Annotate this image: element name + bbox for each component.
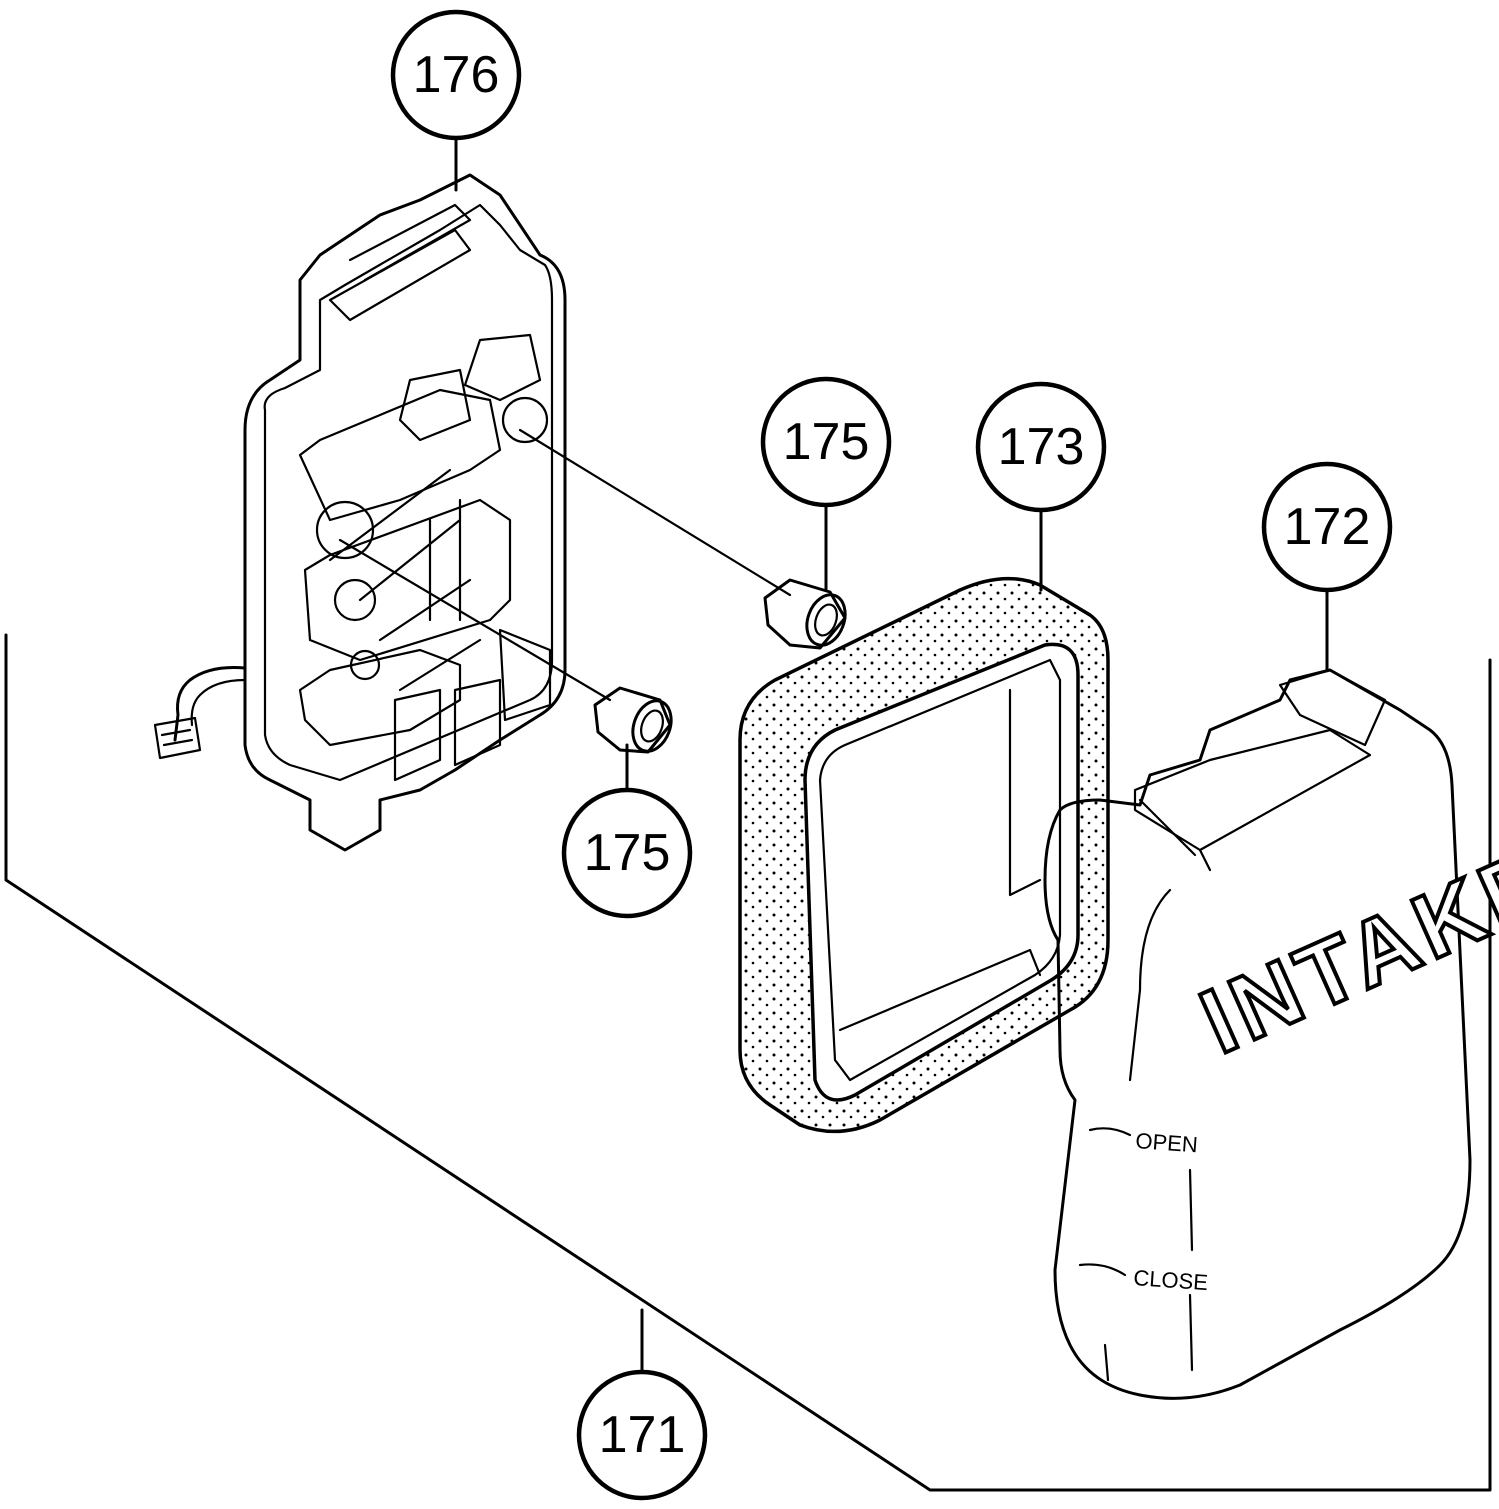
callout-173-label: 173 xyxy=(998,418,1085,476)
callout-171: 171 xyxy=(576,1369,708,1501)
callout-175-lower-label: 175 xyxy=(584,824,671,882)
callout-176-label: 176 xyxy=(413,46,500,104)
callout-176: 176 xyxy=(390,9,522,141)
callout-172: 172 xyxy=(1261,461,1393,593)
callout-173: 173 xyxy=(975,381,1107,513)
callout-172-label: 172 xyxy=(1284,498,1371,556)
callout-175-upper-label: 175 xyxy=(783,413,870,471)
sleeve-175-upper xyxy=(763,578,847,650)
base-plate-176 xyxy=(153,173,567,852)
callout-175-lower: 175 xyxy=(561,787,693,919)
callout-171-label: 171 xyxy=(599,1406,686,1464)
callout-175-upper: 175 xyxy=(760,376,892,508)
intake-label: INTAKE xyxy=(1187,829,1499,1073)
sleeve-175-lower xyxy=(593,686,673,754)
foam-filter-173 xyxy=(738,576,1110,1134)
assembly-bracket-171 xyxy=(4,633,1492,1492)
close-label: CLOSE xyxy=(1133,1265,1209,1295)
intake-cover-172: INTAKE OPEN CLOSE xyxy=(1043,668,1499,1400)
open-label: OPEN xyxy=(1135,1128,1199,1157)
